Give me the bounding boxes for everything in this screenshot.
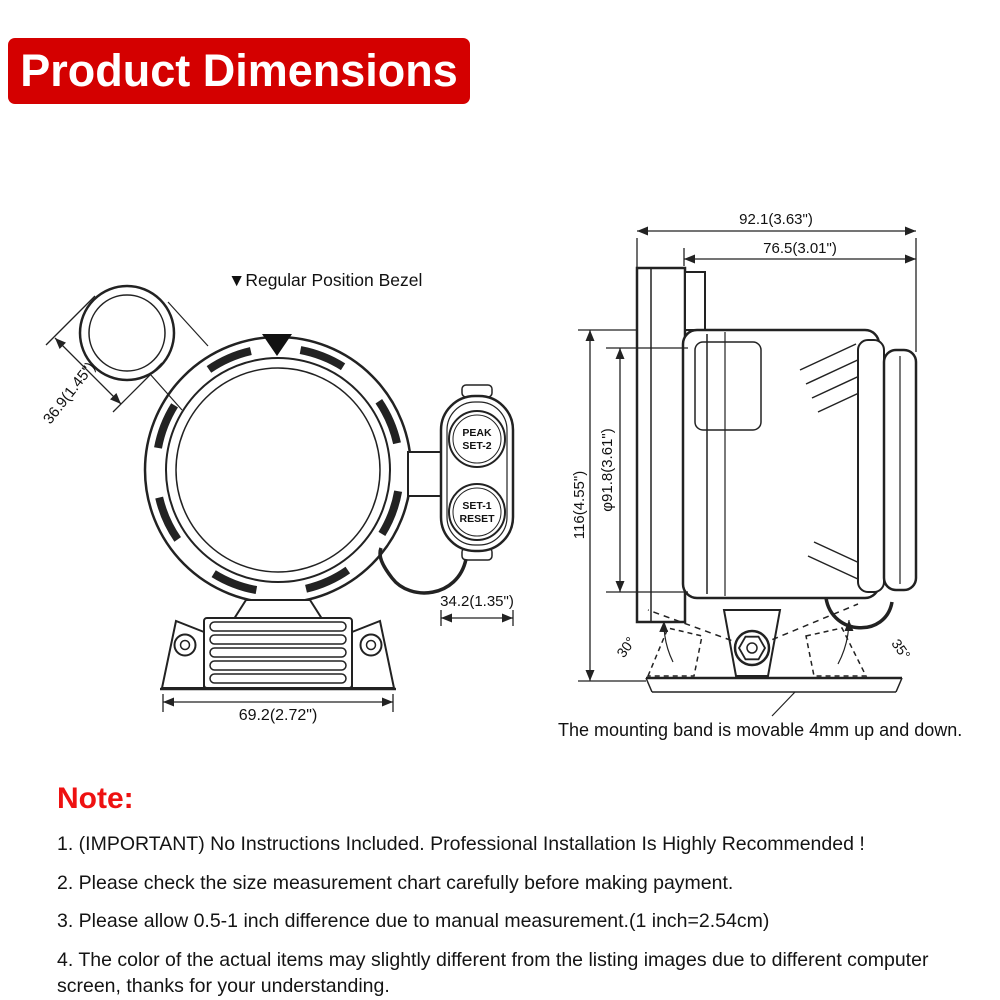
switch-bracket — [407, 451, 445, 497]
front-view: 36.9(1.45") ▼Regular Position Bezel — [40, 270, 515, 724]
switch-dimension-label: 34.2(1.35") — [440, 593, 514, 610]
bezel-dimension-label: 36.9(1.45") — [40, 359, 99, 428]
overall-height-dimension — [578, 329, 646, 682]
switch-dimension — [440, 610, 514, 626]
body-depth-label: 76.5(3.01") — [763, 240, 837, 257]
base-dimension-label: 69.2(2.72") — [239, 707, 318, 724]
tilt-angle-right-label: 35° — [888, 636, 913, 663]
overall-height-label: 116(4.55") — [571, 471, 588, 539]
lens-diameter-label: φ91.8(3.61") — [599, 428, 616, 511]
front-bezel — [857, 339, 918, 593]
side-view: 92.1(3.63") 76.5(3.01") — [558, 211, 962, 740]
note-item-4: 4. The color of the actual items may sli… — [57, 949, 929, 997]
bezel-ring — [78, 284, 209, 411]
lens-diameter-dimension — [606, 347, 688, 593]
note-item-3: 3. Please allow 0.5-1 inch difference du… — [57, 910, 770, 933]
lamp-face — [143, 334, 413, 605]
overall-depth-label: 92.1(3.63") — [739, 211, 813, 228]
bezel-dimension — [45, 295, 163, 413]
tilt-angle-left-label: 30° — [613, 634, 638, 661]
notes-heading: Note: — [57, 782, 134, 815]
notes-section: Note: 1. (IMPORTANT) No Instructions Inc… — [57, 782, 962, 1000]
bezel-position-marker-icon — [262, 334, 292, 356]
switch-peak-label: PEAK — [462, 427, 492, 439]
overall-depth-dimension — [636, 226, 917, 352]
pivot-bracket — [645, 603, 903, 717]
dimensions-diagram: 36.9(1.45") ▼Regular Position Bezel — [40, 211, 962, 740]
band-movement-note: The mounting band is movable 4mm up and … — [558, 720, 962, 740]
page-title: Product Dimensions — [20, 45, 458, 96]
mounting-base — [160, 599, 396, 691]
power-cable — [824, 597, 894, 630]
switch-set2-label: SET-2 — [462, 440, 491, 452]
switch-cable — [378, 547, 468, 595]
body-depth-dimension — [683, 248, 916, 266]
base-dimension — [162, 694, 394, 712]
title-banner: Product Dimensions — [8, 38, 470, 104]
bezel-position-label: ▼Regular Position Bezel — [228, 270, 422, 290]
switch-pod — [378, 384, 515, 595]
switch-reset-label: RESET — [459, 513, 495, 525]
note-item-2: 2. Please check the size measurement cha… — [57, 871, 734, 894]
note-item-1: 1. (IMPORTANT) No Instructions Included.… — [57, 833, 865, 855]
switch-set1-label: SET-1 — [462, 500, 491, 512]
